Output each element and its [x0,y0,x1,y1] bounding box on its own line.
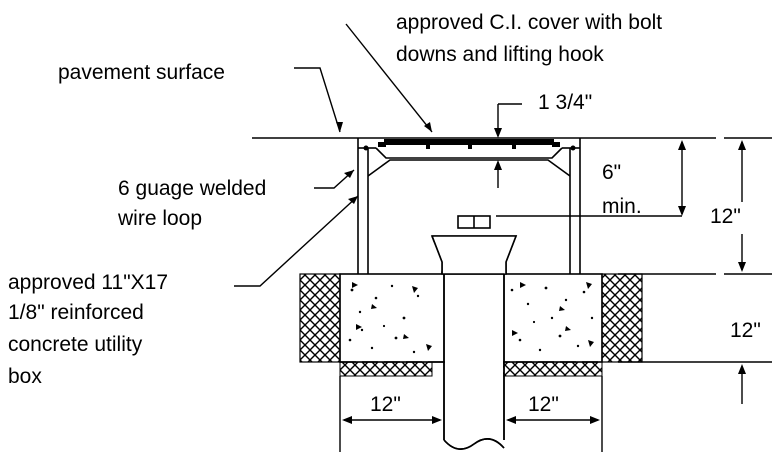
bolt-dot-left [363,145,369,151]
concrete-speckles [348,282,594,354]
wire-label-line1: 6 guage welded [118,177,267,200]
box-label-line3: concrete utility [8,333,143,356]
dimension-lines-right [618,142,772,404]
cover-label-line2: downs and lifting hook [396,43,604,66]
soil-left [299,273,341,363]
dim-12-upper-label: 12" [710,205,741,228]
soil-bottom-right [499,361,603,377]
arrowheads [336,122,502,204]
soil-bottom-left [339,361,433,377]
dim-cover-label: 1 3/4" [538,91,593,114]
dim-12-lower-label: 12" [730,319,761,342]
soil-right [601,273,643,363]
dim-12-left-label: 12" [370,393,401,416]
dim-arrows-right [678,140,746,374]
box-label-line4: box [8,365,42,388]
box-label-line1: approved 11"X17 [8,271,169,294]
leaders [234,23,682,287]
box-label-line2: 1/8" reinforced [8,301,144,324]
cover-tabs [378,142,560,149]
cover-label-line1: approved C.I. cover with bolt [396,11,663,34]
pavement-label: pavement surface [58,61,225,84]
dimension-lines-bottom [339,376,603,452]
dim-12-right-label: 12" [528,393,559,416]
dim-6-label-line2: min. [602,195,642,218]
ci-cover [384,139,554,145]
utility-box [357,138,581,274]
dim-arrows-bottom [342,416,600,424]
dim-6-label-line1: 6" [602,161,622,184]
bolt-dot-right [570,145,576,151]
wire-label-line2: wire loop [118,207,203,230]
